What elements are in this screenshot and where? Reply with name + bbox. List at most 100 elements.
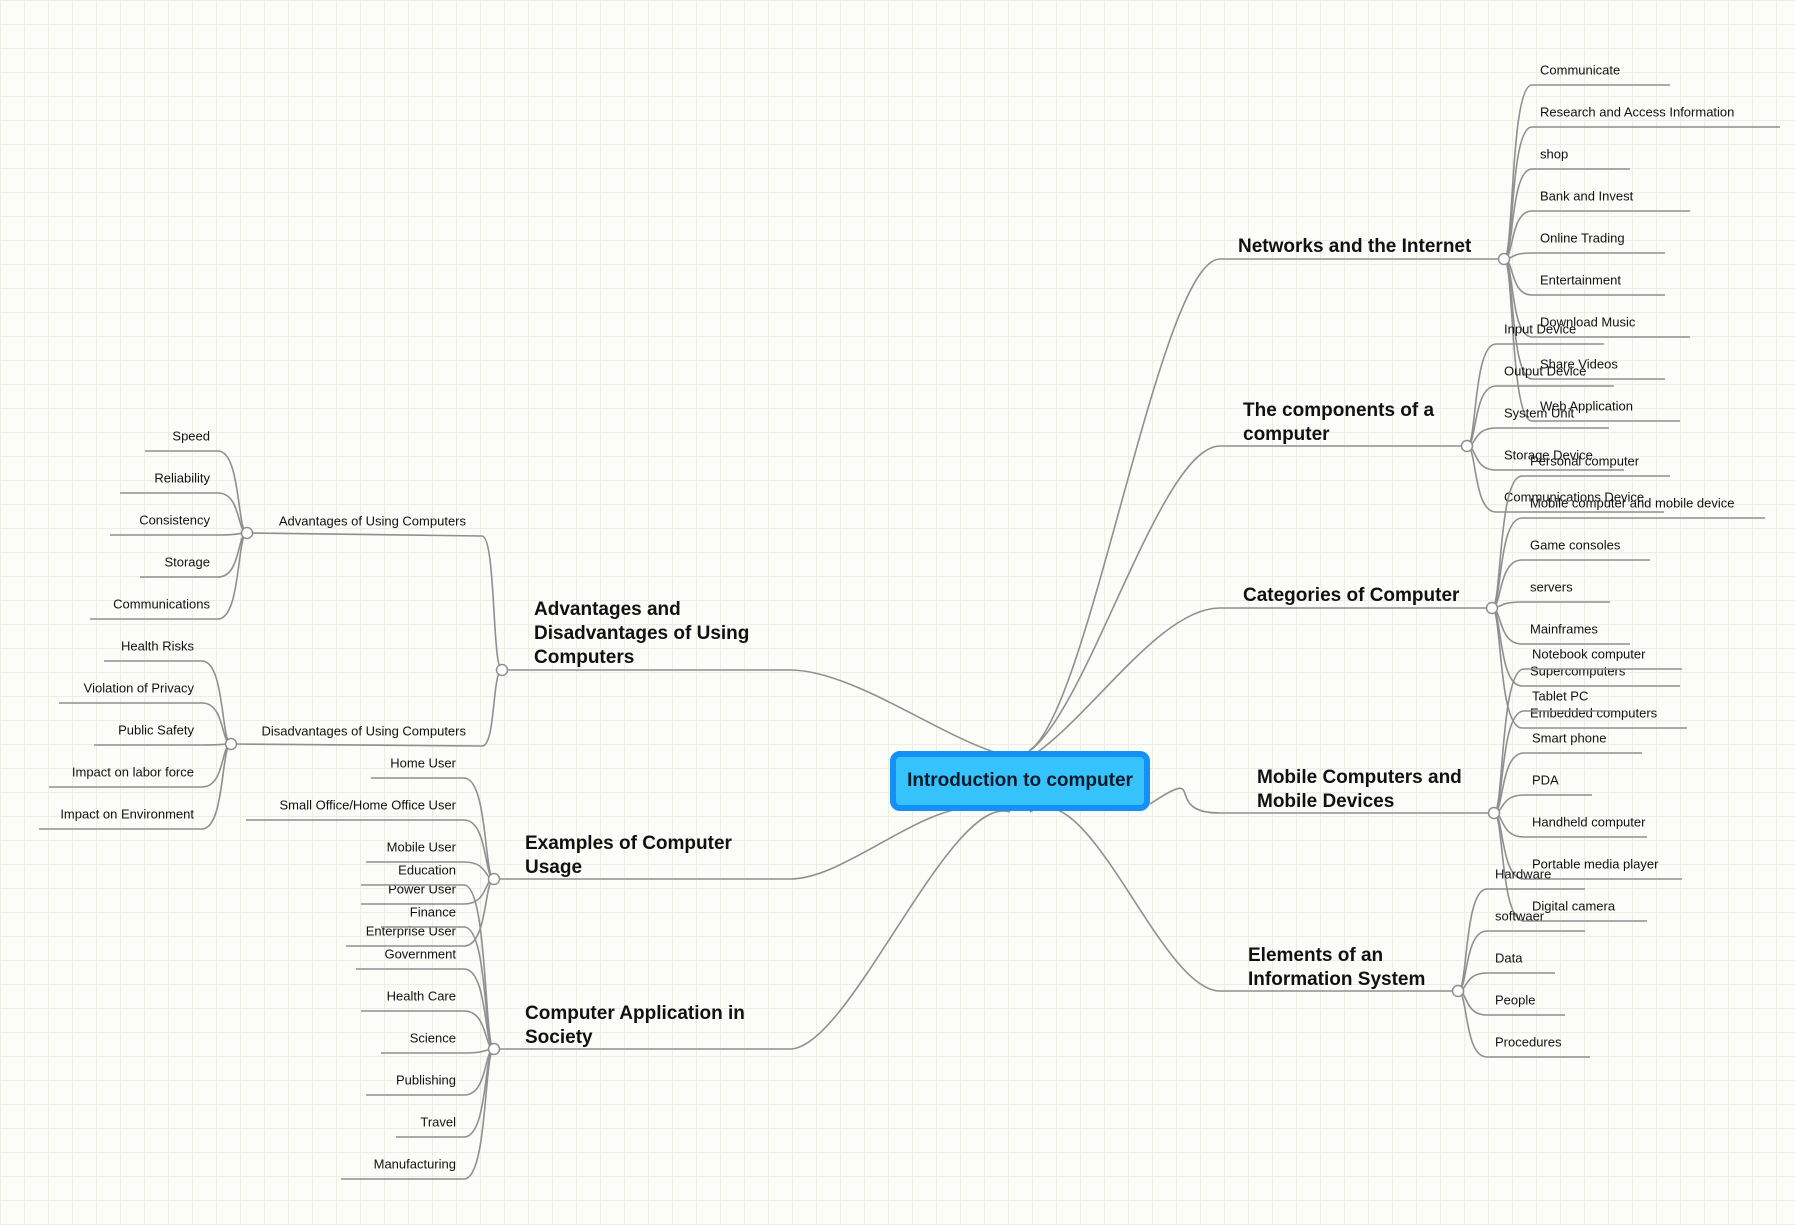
branch-categories-leaf-supercomputers[interactable]: Supercomputers bbox=[1530, 664, 1626, 679]
subtopic-adv-leaf-connector bbox=[110, 532, 248, 536]
branch-mobile-leaf-connector bbox=[1493, 794, 1592, 814]
subtopic-adv-leaf-communications[interactable]: Communications bbox=[113, 597, 210, 612]
branch-mobile-collapse-toggle[interactable] bbox=[1487, 806, 1501, 820]
subtopic-adv-leaf-consistency[interactable]: Consistency bbox=[139, 513, 210, 528]
subtopic-adv-leaf-reliability[interactable]: Reliability bbox=[154, 471, 210, 486]
branch-examples-leaf-small-office-home-office-user[interactable]: Small Office/Home Office User bbox=[279, 798, 456, 813]
branch-categories-leaf-connector bbox=[1491, 601, 1610, 609]
branch-mobile-leaf-smart-phone[interactable]: Smart phone bbox=[1532, 731, 1606, 746]
branch-elements-leaf-people[interactable]: People bbox=[1495, 993, 1535, 1008]
subtopic-dis-leaf-impact-on-labor-force[interactable]: Impact on labor force bbox=[72, 765, 194, 780]
branch-networks-leaf-shop[interactable]: shop bbox=[1540, 147, 1568, 162]
branch-elements-leaf-softwaer[interactable]: softwaer bbox=[1495, 909, 1545, 924]
branch-mobile-main-connector bbox=[1149, 787, 1494, 814]
branch-title-networks[interactable]: Networks and the Internet bbox=[1238, 236, 1472, 257]
branch-advdis-collapse-toggle[interactable] bbox=[495, 663, 509, 677]
branch-categories-leaf-personal-computer[interactable]: Personal computer bbox=[1530, 454, 1640, 469]
branch-components-leaf-storage-device[interactable]: Storage Device bbox=[1504, 448, 1593, 463]
branch-components-leaf-system-unit[interactable]: System Unit bbox=[1504, 406, 1574, 421]
subtopic-dis-leaf-health-risks[interactable]: Health Risks bbox=[121, 639, 194, 654]
subtopic-advantages-of-using-computers[interactable]: Advantages of Using Computers bbox=[279, 514, 467, 529]
branch-categories-leaf-servers[interactable]: servers bbox=[1530, 580, 1573, 595]
branch-mobile-leaf-tablet-pc[interactable]: Tablet PC bbox=[1532, 689, 1588, 704]
branch-categories-leaf-embedded-computers[interactable]: Embedded computers bbox=[1530, 706, 1658, 721]
branch-categories-leaf-connector bbox=[1491, 607, 1687, 729]
subtopic-dis-leaf-public-safety[interactable]: Public Safety bbox=[118, 723, 194, 738]
branch-categories-leaf-mobile-computer-and-mobile-device[interactable]: Mobile computer and mobile device bbox=[1530, 496, 1735, 511]
branch-society-main-connector bbox=[494, 810, 1011, 1050]
branch-title-society[interactable]: Society bbox=[525, 1027, 593, 1048]
subtopic-adv-collapse-toggle[interactable] bbox=[240, 526, 254, 540]
branch-title-advdis[interactable]: Disadvantages of Using bbox=[534, 623, 749, 644]
branch-elements-main-connector bbox=[1029, 806, 1458, 992]
branch-examples-leaf-connector bbox=[246, 819, 495, 880]
branch-examples-leaf-power-user[interactable]: Power User bbox=[388, 882, 457, 897]
branch-networks-leaf-share-videos[interactable]: Share Videos bbox=[1540, 357, 1618, 372]
subtopic-adv-leaf-speed[interactable]: Speed bbox=[172, 429, 210, 444]
subtopic-dis-leaf-violation-of-privacy[interactable]: Violation of Privacy bbox=[84, 681, 195, 696]
subtopic-adv-leaf-storage[interactable]: Storage bbox=[164, 555, 210, 570]
branch-title-examples[interactable]: Usage bbox=[525, 857, 582, 878]
branch-title-advdis[interactable]: Computers bbox=[534, 647, 634, 668]
branch-networks-leaf-connector bbox=[1503, 258, 1680, 422]
branch-society-leaf-connector bbox=[381, 1048, 495, 1054]
branch-elements-leaf-data[interactable]: Data bbox=[1495, 951, 1523, 966]
branch-society-leaf-government[interactable]: Government bbox=[384, 947, 456, 962]
branch-title-advdis[interactable]: Advantages and bbox=[534, 599, 681, 620]
branch-title-mobile[interactable]: Mobile Computers and bbox=[1257, 767, 1462, 788]
branch-components-leaf-communications-device[interactable]: Communications Device bbox=[1504, 490, 1644, 505]
branch-title-elements[interactable]: Elements of an bbox=[1248, 945, 1383, 966]
branch-mobile-leaf-digital-camera[interactable]: Digital camera bbox=[1532, 899, 1616, 914]
branch-society-leaf-finance[interactable]: Finance bbox=[410, 905, 456, 920]
branch-title-society[interactable]: Computer Application in bbox=[525, 1003, 745, 1024]
branch-society-leaf-science[interactable]: Science bbox=[410, 1031, 456, 1046]
branch-networks-leaf-communicate[interactable]: Communicate bbox=[1540, 63, 1620, 78]
branch-advdis-sub-connector bbox=[246, 532, 503, 671]
branch-society-leaf-education[interactable]: Education bbox=[398, 863, 456, 878]
branch-elements-leaf-hardware[interactable]: Hardware bbox=[1495, 867, 1551, 882]
branch-networks-leaf-bank-and-invest[interactable]: Bank and Invest bbox=[1540, 189, 1634, 204]
branch-title-elements[interactable]: Information System bbox=[1248, 969, 1425, 990]
branch-mobile-leaf-portable-media-player[interactable]: Portable media player bbox=[1532, 857, 1659, 872]
branch-mobile-leaf-handheld-computer[interactable]: Handheld computer bbox=[1532, 815, 1646, 830]
branch-society-leaf-manufacturing[interactable]: Manufacturing bbox=[374, 1157, 456, 1172]
branch-categories-collapse-toggle[interactable] bbox=[1485, 601, 1499, 615]
branch-title-examples[interactable]: Examples of Computer bbox=[525, 833, 733, 854]
branch-title-components[interactable]: computer bbox=[1243, 424, 1330, 445]
branch-society-collapse-toggle[interactable] bbox=[487, 1042, 501, 1056]
branch-society-leaf-publishing[interactable]: Publishing bbox=[396, 1073, 456, 1088]
branch-examples-leaf-enterprise-user[interactable]: Enterprise User bbox=[366, 924, 457, 939]
branch-elements-collapse-toggle[interactable] bbox=[1451, 984, 1465, 998]
branch-title-components[interactable]: The components of a bbox=[1243, 400, 1435, 421]
root-topic[interactable]: Introduction to computer bbox=[890, 751, 1150, 811]
subtopic-dis-collapse-toggle[interactable] bbox=[224, 737, 238, 751]
branch-networks-leaf-web-application[interactable]: Web Application bbox=[1540, 399, 1633, 414]
branch-title-categories[interactable]: Categories of Computer bbox=[1243, 585, 1460, 606]
branch-title-mobile[interactable]: Mobile Devices bbox=[1257, 791, 1394, 812]
branch-examples-collapse-toggle[interactable] bbox=[487, 872, 501, 886]
branch-categories-main-connector bbox=[1031, 607, 1492, 757]
branch-networks-leaf-research-and-access-information[interactable]: Research and Access Information bbox=[1540, 105, 1734, 120]
branch-networks-collapse-toggle[interactable] bbox=[1497, 252, 1511, 266]
branch-components-leaf-input-device[interactable]: Input Device bbox=[1504, 322, 1576, 337]
subtopic-dis-leaf-impact-on-environment[interactable]: Impact on Environment bbox=[60, 807, 194, 822]
branch-networks-leaf-entertainment[interactable]: Entertainment bbox=[1540, 273, 1621, 288]
branch-society-leaf-health-care[interactable]: Health Care bbox=[387, 989, 456, 1004]
branch-categories-leaf-mainframes[interactable]: Mainframes bbox=[1530, 622, 1598, 637]
branch-examples-leaf-home-user[interactable]: Home User bbox=[390, 756, 456, 771]
branch-networks-leaf-download-music[interactable]: Download Music bbox=[1540, 315, 1636, 330]
branch-components-leaf-output-device[interactable]: Output Device bbox=[1504, 364, 1586, 379]
branch-society-leaf-travel[interactable]: Travel bbox=[420, 1115, 456, 1130]
branch-examples-leaf-mobile-user[interactable]: Mobile User bbox=[387, 840, 457, 855]
branch-components-collapse-toggle[interactable] bbox=[1460, 439, 1474, 453]
branch-networks-leaf-online-trading[interactable]: Online Trading bbox=[1540, 231, 1625, 246]
branch-categories-leaf-game-consoles[interactable]: Game consoles bbox=[1530, 538, 1621, 553]
branch-components-leaf-connector bbox=[1466, 427, 1609, 447]
branch-mobile-leaf-pda[interactable]: PDA bbox=[1532, 773, 1559, 788]
branch-mobile-leaf-connector bbox=[1493, 752, 1642, 814]
branch-elements-leaf-procedures[interactable]: Procedures bbox=[1495, 1035, 1562, 1050]
branch-mobile-leaf-notebook-computer[interactable]: Notebook computer bbox=[1532, 647, 1646, 662]
subtopic-disadvantages-of-using-computers[interactable]: Disadvantages of Using Computers bbox=[262, 724, 467, 739]
